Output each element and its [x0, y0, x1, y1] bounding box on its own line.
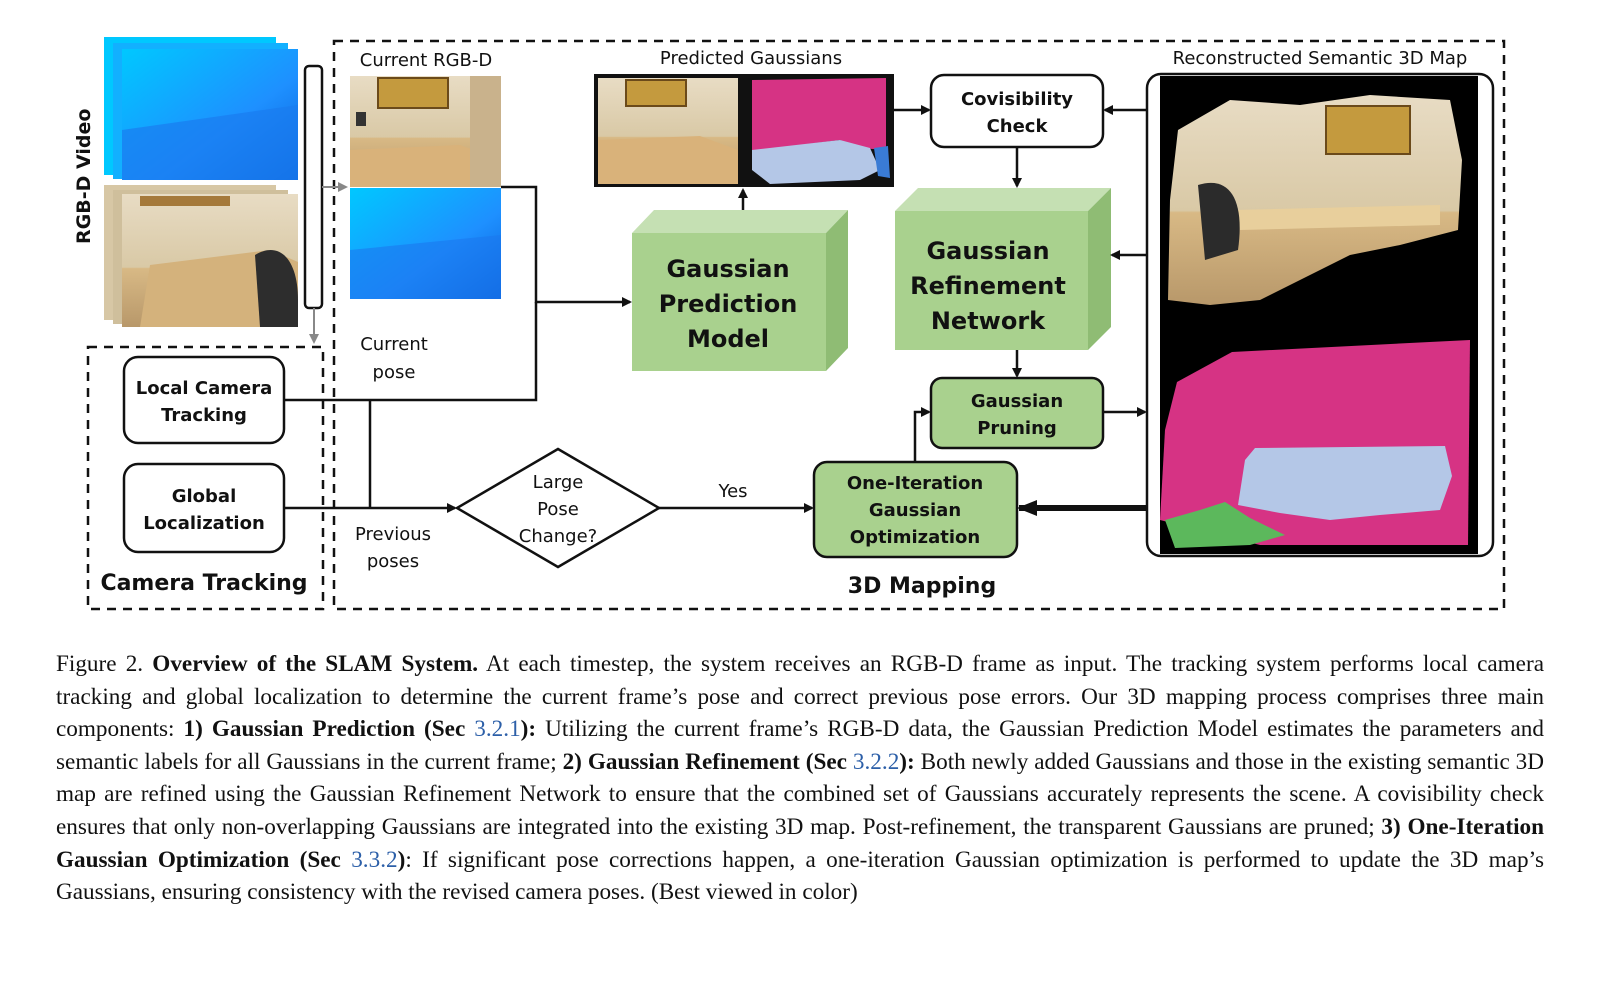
caption-bold-3c: )	[397, 846, 406, 873]
local-tracking-label-1: Local Camera	[136, 378, 272, 399]
caption-bold-2a: 2) Gaussian Refinement (Sec	[562, 748, 853, 775]
predicted-gaussians-images	[594, 74, 894, 187]
gaussian-prediction-model-box	[632, 210, 848, 371]
caption-text-3: Both newly added Gaussians and those in …	[56, 748, 1544, 840]
oneiter-label-2: Gaussian	[869, 500, 961, 521]
reconstructed-map-label: Reconstructed Semantic 3D Map	[1173, 48, 1468, 69]
caption-ref-1[interactable]: 3.2.1	[474, 716, 521, 743]
large-pose-change-diamond	[454, 447, 662, 569]
caption-bold-2b: ):	[899, 748, 915, 775]
global-loc-label-1: Global	[172, 486, 237, 507]
oneiter-label-3: Optimization	[850, 527, 980, 548]
current-rgbd-label: Current RGB-D	[360, 50, 493, 71]
decision-label-2: Pose	[537, 499, 579, 520]
caption-bold-3b: (Sec	[299, 846, 352, 873]
caption-text-2: Utilizing the current frame’s RGB-D data…	[56, 716, 1544, 775]
frame-buffer-bar	[303, 64, 324, 310]
gpm-label-1: Gaussian	[666, 255, 789, 283]
yes-label: Yes	[717, 481, 747, 502]
caption-bold-1a: 1) Gaussian Prediction (Sec	[183, 716, 475, 743]
caption-text-4: : If significant pose corrections happen…	[56, 846, 1544, 906]
caption-ref-3[interactable]: 3.3.2	[351, 846, 398, 873]
global-localization-box	[122, 462, 286, 554]
camera-tracking-label: Camera Tracking	[100, 571, 307, 596]
gpm-label-3: Model	[687, 325, 769, 353]
current-rgb-image	[350, 76, 501, 187]
caption-text-1: At each timestep, the system receives an…	[56, 651, 1544, 743]
oneiter-label-1: One-Iteration	[847, 473, 983, 494]
caption-bold-1b: ):	[520, 716, 537, 743]
current-pose-line	[284, 302, 538, 402]
camera-tracking-region	[86, 345, 325, 611]
caption-title: Overview of the SLAM System.	[152, 651, 479, 677]
current-pose-label-1: Current	[360, 334, 428, 355]
local-camera-tracking-box	[122, 355, 286, 445]
caption-ref-2[interactable]: 3.2.2	[852, 748, 900, 775]
global-loc-label-2: Localization	[143, 513, 265, 534]
oneiter-to-pruning-arrow	[913, 407, 931, 462]
previous-poses-label-2: poses	[367, 551, 419, 572]
current-depth-image	[350, 188, 501, 299]
grn-label-3: Network	[931, 307, 1046, 335]
rgbd-video-color-frames	[104, 185, 298, 327]
gpm-label-2: Prediction	[659, 290, 798, 318]
pruning-label-1: Gaussian	[971, 391, 1063, 412]
grn-label-2: Refinement	[910, 272, 1066, 300]
covis-label-1: Covisibility	[961, 89, 1073, 110]
figure-number: Figure 2.	[56, 651, 144, 677]
reconstructed-map-image	[1160, 76, 1478, 554]
figure-caption: Figure 2. Overview of the SLAM System. A…	[56, 648, 1544, 909]
predicted-gaussians-label: Predicted Gaussians	[660, 48, 842, 69]
video-label: RGB-D Video	[73, 109, 95, 244]
grn-label-1: Gaussian	[926, 237, 1049, 265]
local-tracking-label-2: Tracking	[161, 405, 247, 426]
mapping-label: 3D Mapping	[848, 574, 996, 599]
decision-label-3: Change?	[519, 526, 597, 547]
current-pose-label-2: pose	[373, 362, 416, 383]
rgbd-video-depth-frames	[104, 37, 298, 180]
slam-overview-diagram: RGB-D Video Current RGB-D Current pose P…	[73, 37, 1506, 611]
decision-label-1: Large	[533, 472, 584, 493]
mapping-region	[332, 39, 1506, 611]
previous-poses-label-1: Previous	[355, 524, 431, 545]
covis-label-2: Check	[987, 116, 1049, 137]
caption-bold-3a: 3) One-Iteration Gaussian Optimization	[56, 813, 1544, 873]
gaussian-refinement-network-box	[895, 188, 1111, 350]
pruning-label-2: Pruning	[977, 418, 1057, 439]
rgbd-to-gpm-line	[501, 185, 632, 307]
